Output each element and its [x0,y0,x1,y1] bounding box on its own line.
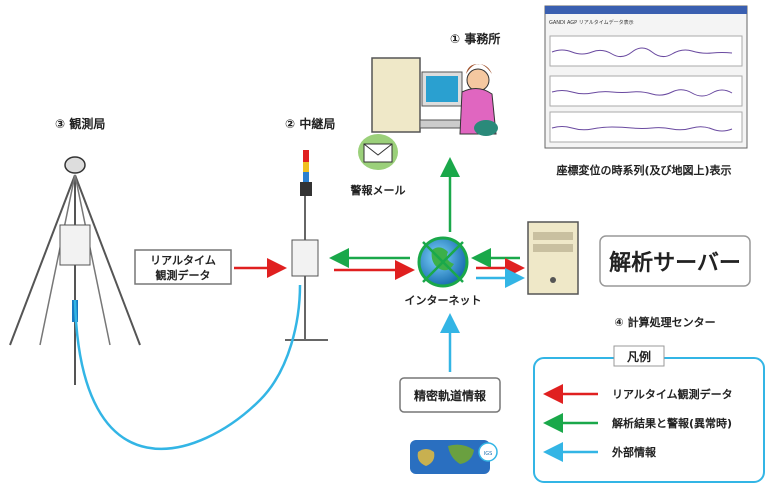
legend-item-result: 解析結果と警報(異常時) [612,416,732,430]
mail-label: 警報メール [350,183,406,197]
legend-item-realtime: リアルタイム観測データ [612,387,733,401]
office-pc-icon [371,57,467,133]
legend-title: 凡例 [627,349,651,364]
observation-station [9,156,141,385]
relay-box [291,239,319,277]
orbit-box [399,377,501,413]
igs-label: IGS [484,451,493,457]
receiver-box [59,224,91,266]
office-label: ① 事務所 [450,31,500,46]
display-caption: 座標変位の時系列(及び地図上)表示 [555,163,731,177]
orbit-label: 精密軌道情報 [414,388,487,403]
operator-person-icon [459,64,498,136]
world-map-icon [410,440,498,474]
observation-label: ③ 観測局 [55,116,105,131]
gnss-antenna-icon [64,156,86,174]
server-label: 解析サーバー [609,250,741,276]
server-label-box [599,235,751,287]
server-icon [527,221,579,295]
legend-title-box [613,345,665,367]
relay-station [285,150,328,341]
center-label: ④ 計算処理センター [614,315,715,329]
mail-icon [358,134,398,170]
relay-label: ② 中継局 [285,116,335,131]
realtime-data-box [134,249,232,285]
screen-title: GANDI AGP リアルタイムデータ表示 [549,19,634,26]
realtime-box-line2: 観測データ [156,268,211,282]
data-cable [73,284,302,451]
timeseries-display: GANDI AGP リアルタイムデータ表示 [544,5,748,149]
internet-globe-icon [417,236,469,288]
internet-label: インターネット [405,294,482,307]
realtime-box-line1: リアルタイム [150,254,216,267]
legend-item-external: 外部情報 [611,445,657,459]
